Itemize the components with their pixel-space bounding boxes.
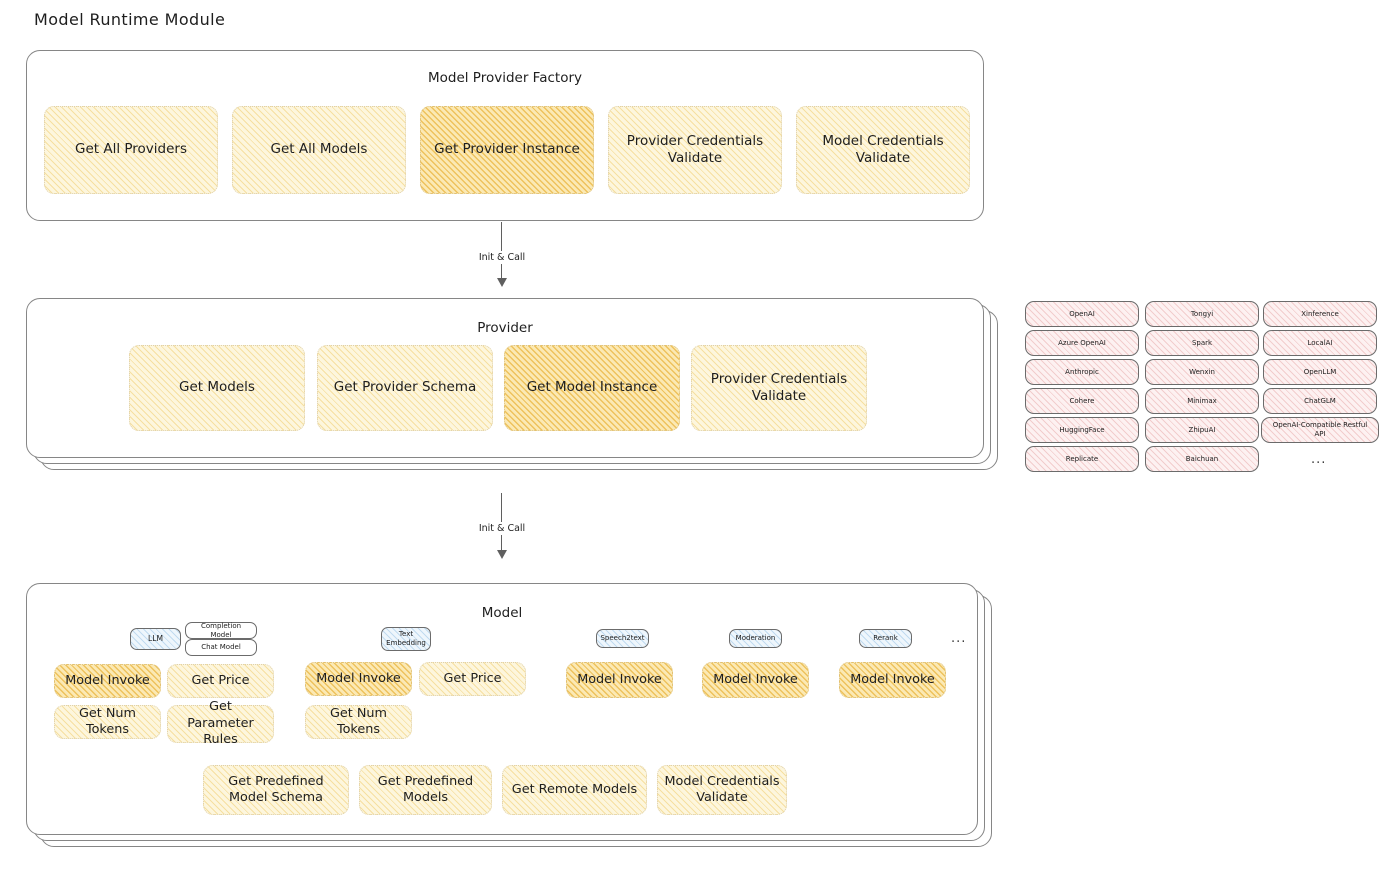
model-groups-ellipsis: ... [951,631,967,646]
node-text-embedding-get-num-tokens[interactable]: Get Num Tokens [305,705,412,739]
model-type-moderation[interactable]: Moderation [729,629,782,648]
node-get-all-providers[interactable]: Get All Providers [44,106,218,194]
model-type-speech2text[interactable]: Speech2text [596,629,649,648]
provider-chip-cohere[interactable]: Cohere [1025,388,1139,414]
provider-chip-anthropic[interactable]: Anthropic [1025,359,1139,385]
provider-chip-chatglm[interactable]: ChatGLM [1263,388,1377,414]
node-moderation-model-invoke[interactable]: Model Invoke [702,662,809,698]
page-title: Model Runtime Module [34,10,226,29]
provider-chip-openllm[interactable]: OpenLLM [1263,359,1377,385]
node-text-embedding-get-price[interactable]: Get Price [419,662,526,696]
node-llm-get-num-tokens[interactable]: Get Num Tokens [54,705,161,739]
model-provider-factory-title: Model Provider Factory [427,70,582,86]
provider-chip-spark[interactable]: Spark [1145,330,1259,356]
provider-chip-zhipuai[interactable]: ZhipuAI [1145,417,1259,443]
provider-chip-baichuan[interactable]: Baichuan [1145,446,1259,472]
node-get-model-instance[interactable]: Get Model Instance [504,345,680,431]
node-get-models[interactable]: Get Models [129,345,305,431]
provider-title: Provider [477,320,533,336]
node-rerank-model-invoke[interactable]: Model Invoke [839,662,946,698]
model-tag-completion-model[interactable]: Completion Model [185,622,257,639]
model-type-llm[interactable]: LLM [130,628,181,650]
provider-chip-huggingface[interactable]: HuggingFace [1025,417,1139,443]
model-type-rerank[interactable]: Rerank [859,629,912,648]
node-provider-credentials-validate[interactable]: Provider Credentials Validate [608,106,782,194]
arrow-provider-to-model-head [497,550,507,559]
node-get-provider-schema[interactable]: Get Provider Schema [317,345,493,431]
model-title: Model [481,605,523,621]
model-type-text-embedding[interactable]: Text Embedding [381,627,431,651]
provider-list-ellipsis: ... [1311,452,1327,467]
node-get-all-models[interactable]: Get All Models [232,106,406,194]
provider-chip-localai[interactable]: LocalAI [1263,330,1377,356]
provider-chip-tongyi[interactable]: Tongyi [1145,301,1259,327]
node-get-provider-instance[interactable]: Get Provider Instance [420,106,594,194]
provider-chip-xinference[interactable]: Xinference [1263,301,1377,327]
node-get-predefined-model-schema[interactable]: Get Predefined Model Schema [203,765,349,815]
node-llm-get-price[interactable]: Get Price [167,664,274,698]
arrow-provider-to-model-label: Init & Call [474,522,530,535]
node-model-credentials-validate[interactable]: Model Credentials Validate [796,106,970,194]
provider-chip-azure-openai[interactable]: Azure OpenAI [1025,330,1139,356]
model-tag-chat-model[interactable]: Chat Model [185,639,257,656]
node-llm-model-invoke[interactable]: Model Invoke [54,664,161,698]
provider-chip-wenxin[interactable]: Wenxin [1145,359,1259,385]
provider-chip-minimax[interactable]: Minimax [1145,388,1259,414]
node-text-embedding-model-invoke[interactable]: Model Invoke [305,662,412,696]
provider-chip-openai-compatible[interactable]: OpenAI-Compatible Restful API [1261,417,1379,443]
provider-chip-openai[interactable]: OpenAI [1025,301,1139,327]
arrow-factory-to-provider-head [497,278,507,287]
node-provider-credentials-validate-2[interactable]: Provider Credentials Validate [691,345,867,431]
node-model-credentials-validate-2[interactable]: Model Credentials Validate [657,765,787,815]
node-speech2text-model-invoke[interactable]: Model Invoke [566,662,673,698]
node-get-predefined-models[interactable]: Get Predefined Models [359,765,492,815]
arrow-factory-to-provider-label: Init & Call [474,251,530,264]
node-llm-get-parameter-rules[interactable]: Get Parameter Rules [167,699,274,747]
provider-chip-replicate[interactable]: Replicate [1025,446,1139,472]
node-get-remote-models[interactable]: Get Remote Models [502,765,647,815]
